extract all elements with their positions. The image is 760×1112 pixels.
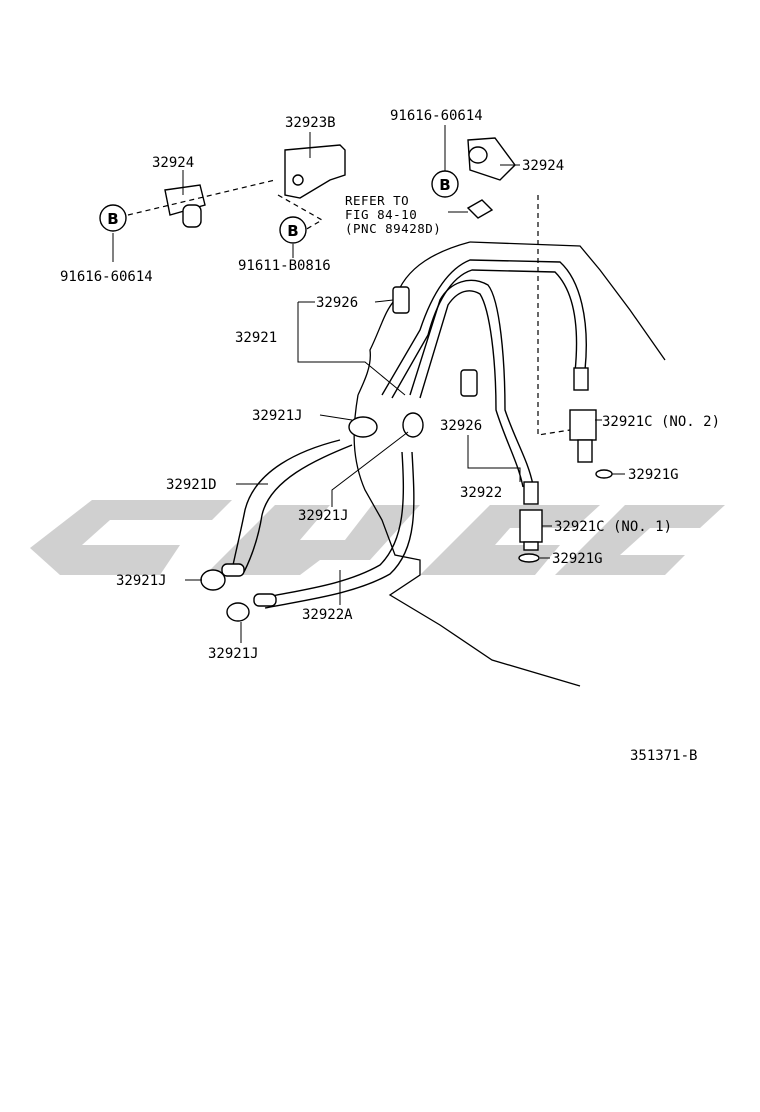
diagram-code: 351371-B	[630, 748, 697, 764]
bolt-marker-label: B	[287, 222, 298, 240]
callout-32921J-1: 32921J	[252, 408, 303, 424]
callout-32921C-no2: 32921C (NO. 2)	[602, 414, 720, 430]
refer-note-line3: (PNC 89428D)	[345, 221, 441, 236]
bolt-marker-label: B	[439, 176, 450, 194]
callout-32921J-2: 32921J	[298, 508, 349, 524]
bolt-marker-left: B	[99, 204, 127, 232]
check-valves-32926	[392, 286, 478, 397]
callout-32921J-4: 32921J	[208, 646, 259, 662]
brackets	[164, 137, 516, 228]
callout-32923B: 32923B	[285, 115, 336, 131]
refer-note-line2: FIG 84-10	[345, 207, 417, 222]
leader-lines	[112, 125, 625, 643]
callout-32921C-no1: 32921C (NO. 1)	[554, 519, 672, 535]
callout-91611-B0816: 91611-B0816	[238, 258, 331, 274]
callout-32921D: 32921D	[166, 477, 217, 493]
hoses	[221, 439, 415, 609]
callout-32926-top: 32926	[316, 295, 358, 311]
fittings-32921C	[518, 409, 613, 563]
fuel-pipes-32922	[381, 259, 589, 505]
callout-32926-mid: 32926	[440, 418, 482, 434]
refer-note-line1: REFER TO	[345, 193, 409, 208]
bolt-marker-label: B	[107, 210, 118, 228]
clamps-32921J	[200, 412, 424, 622]
callout-91616-60614-left: 91616-60614	[60, 269, 153, 285]
bolt-marker-right: B	[431, 170, 459, 198]
callout-32922: 32922	[460, 485, 502, 501]
callout-32921: 32921	[235, 330, 277, 346]
callout-32921G-2: 32921G	[552, 551, 603, 567]
callout-32921J-3: 32921J	[116, 573, 167, 589]
callout-91616-60614-right: 91616-60614	[390, 108, 483, 124]
callout-32924-right: 32924	[522, 158, 564, 174]
callout-32924-left: 32924	[152, 155, 194, 171]
bolt-marker-middle: B	[279, 216, 307, 244]
dashed-leaders	[127, 179, 571, 436]
watermark-logo	[30, 500, 725, 575]
callout-32921G-1: 32921G	[628, 467, 679, 483]
callout-32922A: 32922A	[302, 607, 353, 623]
